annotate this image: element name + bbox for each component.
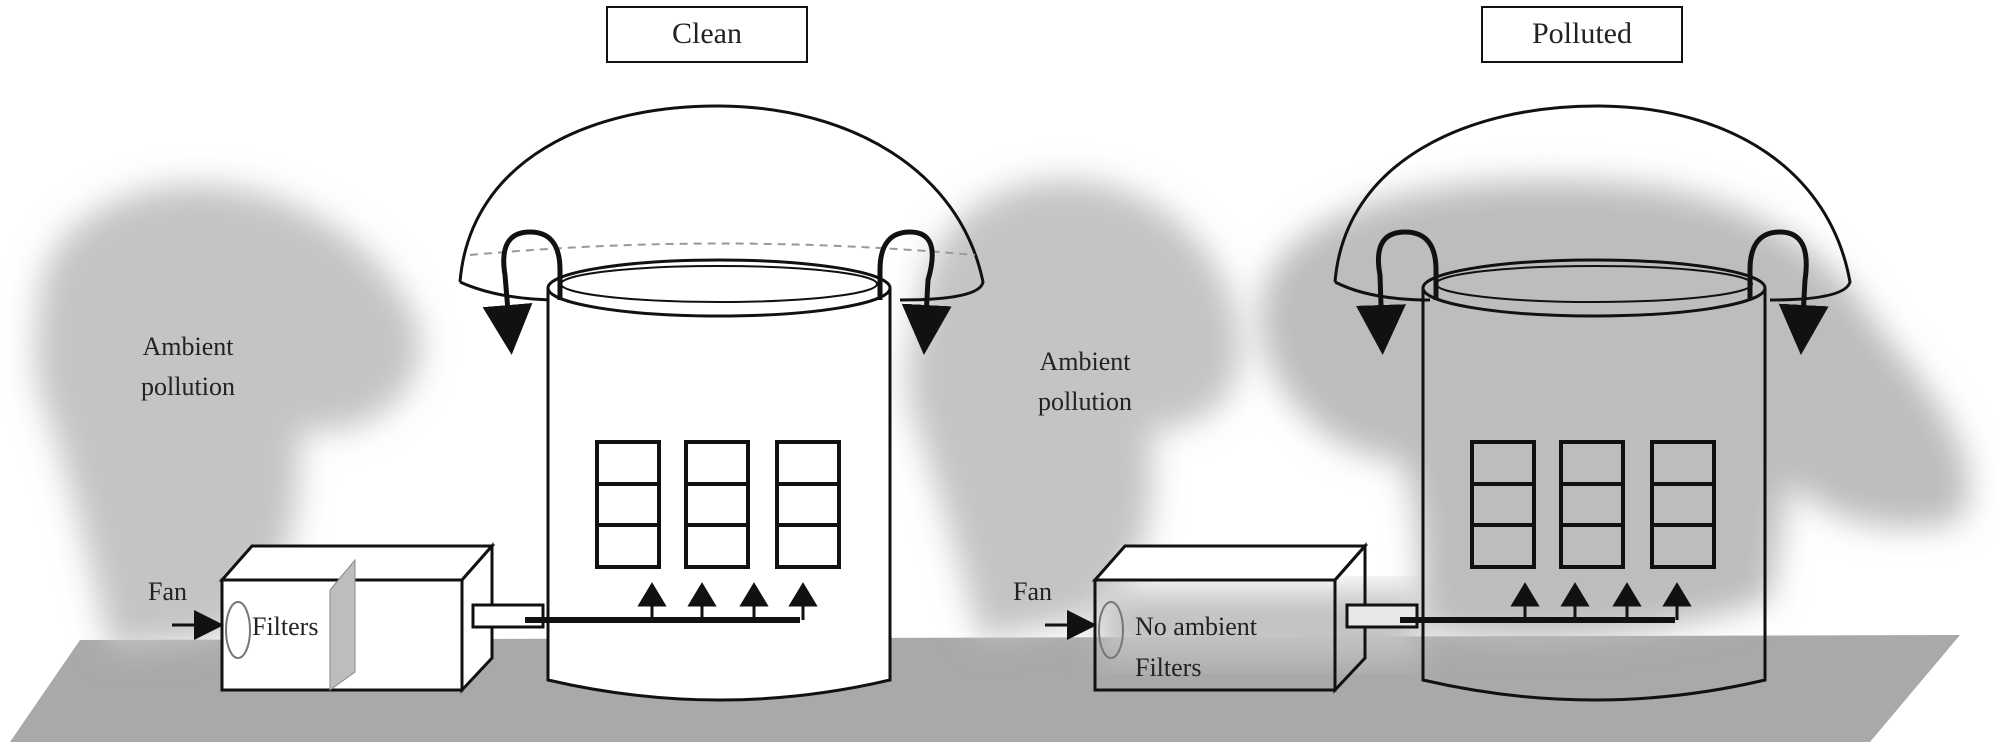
polluted-pollution-label-line1: Ambient <box>1040 347 1132 376</box>
clean-circulation-arrow-left <box>482 229 563 355</box>
clean-connector-tube <box>471 603 545 629</box>
polluted-dome-rim <box>1334 280 1431 302</box>
clean-dome-dashed-edge <box>469 242 976 256</box>
polluted-fan-label: Fan <box>1013 577 1052 606</box>
clean-upflow-arrows <box>637 582 818 620</box>
clean-cylinder-top-rim <box>546 258 892 318</box>
clean-dome <box>458 104 985 302</box>
polluted-connector-tube <box>1345 603 1419 629</box>
clean-fan-icon <box>225 601 251 659</box>
ground-plane <box>10 635 1960 742</box>
clean-filter-label: Filters <box>252 612 318 641</box>
polluted-filter-label-line2: Filters <box>1135 653 1201 682</box>
polluted-upflow-arrows <box>1510 582 1692 620</box>
polluted-pollution-label-line2: pollution <box>1038 387 1132 416</box>
polluted-fan-icon <box>1098 601 1124 659</box>
clean-filter-box <box>218 542 496 694</box>
polluted-cylinder-body <box>1421 288 1767 702</box>
clean-chamber <box>458 104 985 702</box>
polluted-chamber <box>1333 104 1852 702</box>
polluted-filter-box <box>1091 542 1369 694</box>
polluted-filter-label-line1: No ambient <box>1135 612 1258 641</box>
pollution-cloud-left <box>35 184 421 650</box>
clean-pollution-label-line2: pollution <box>141 372 235 401</box>
polluted-circulation-arrow-left <box>1356 229 1439 355</box>
clean-title: Clean <box>672 17 742 50</box>
polluted-circulation-arrow-right <box>1747 229 1829 355</box>
clean-filter-panel <box>329 558 356 691</box>
polluted-title-box <box>1481 6 1683 63</box>
polluted-plant-trays <box>1470 440 1716 569</box>
clean-plant-trays <box>595 440 841 569</box>
clean-dome-rim <box>459 280 561 302</box>
pollution-cloud-middle <box>907 179 1242 640</box>
clean-circulation-arrow-right <box>877 229 952 355</box>
clean-title-box <box>606 6 808 63</box>
polluted-title: Polluted <box>1532 17 1632 50</box>
polluted-cylinder-top-rim <box>1421 258 1767 318</box>
polluted-dome <box>1333 104 1852 302</box>
clean-fan-label: Fan <box>148 577 187 606</box>
clean-pollution-label-line1: Ambient <box>143 332 235 361</box>
